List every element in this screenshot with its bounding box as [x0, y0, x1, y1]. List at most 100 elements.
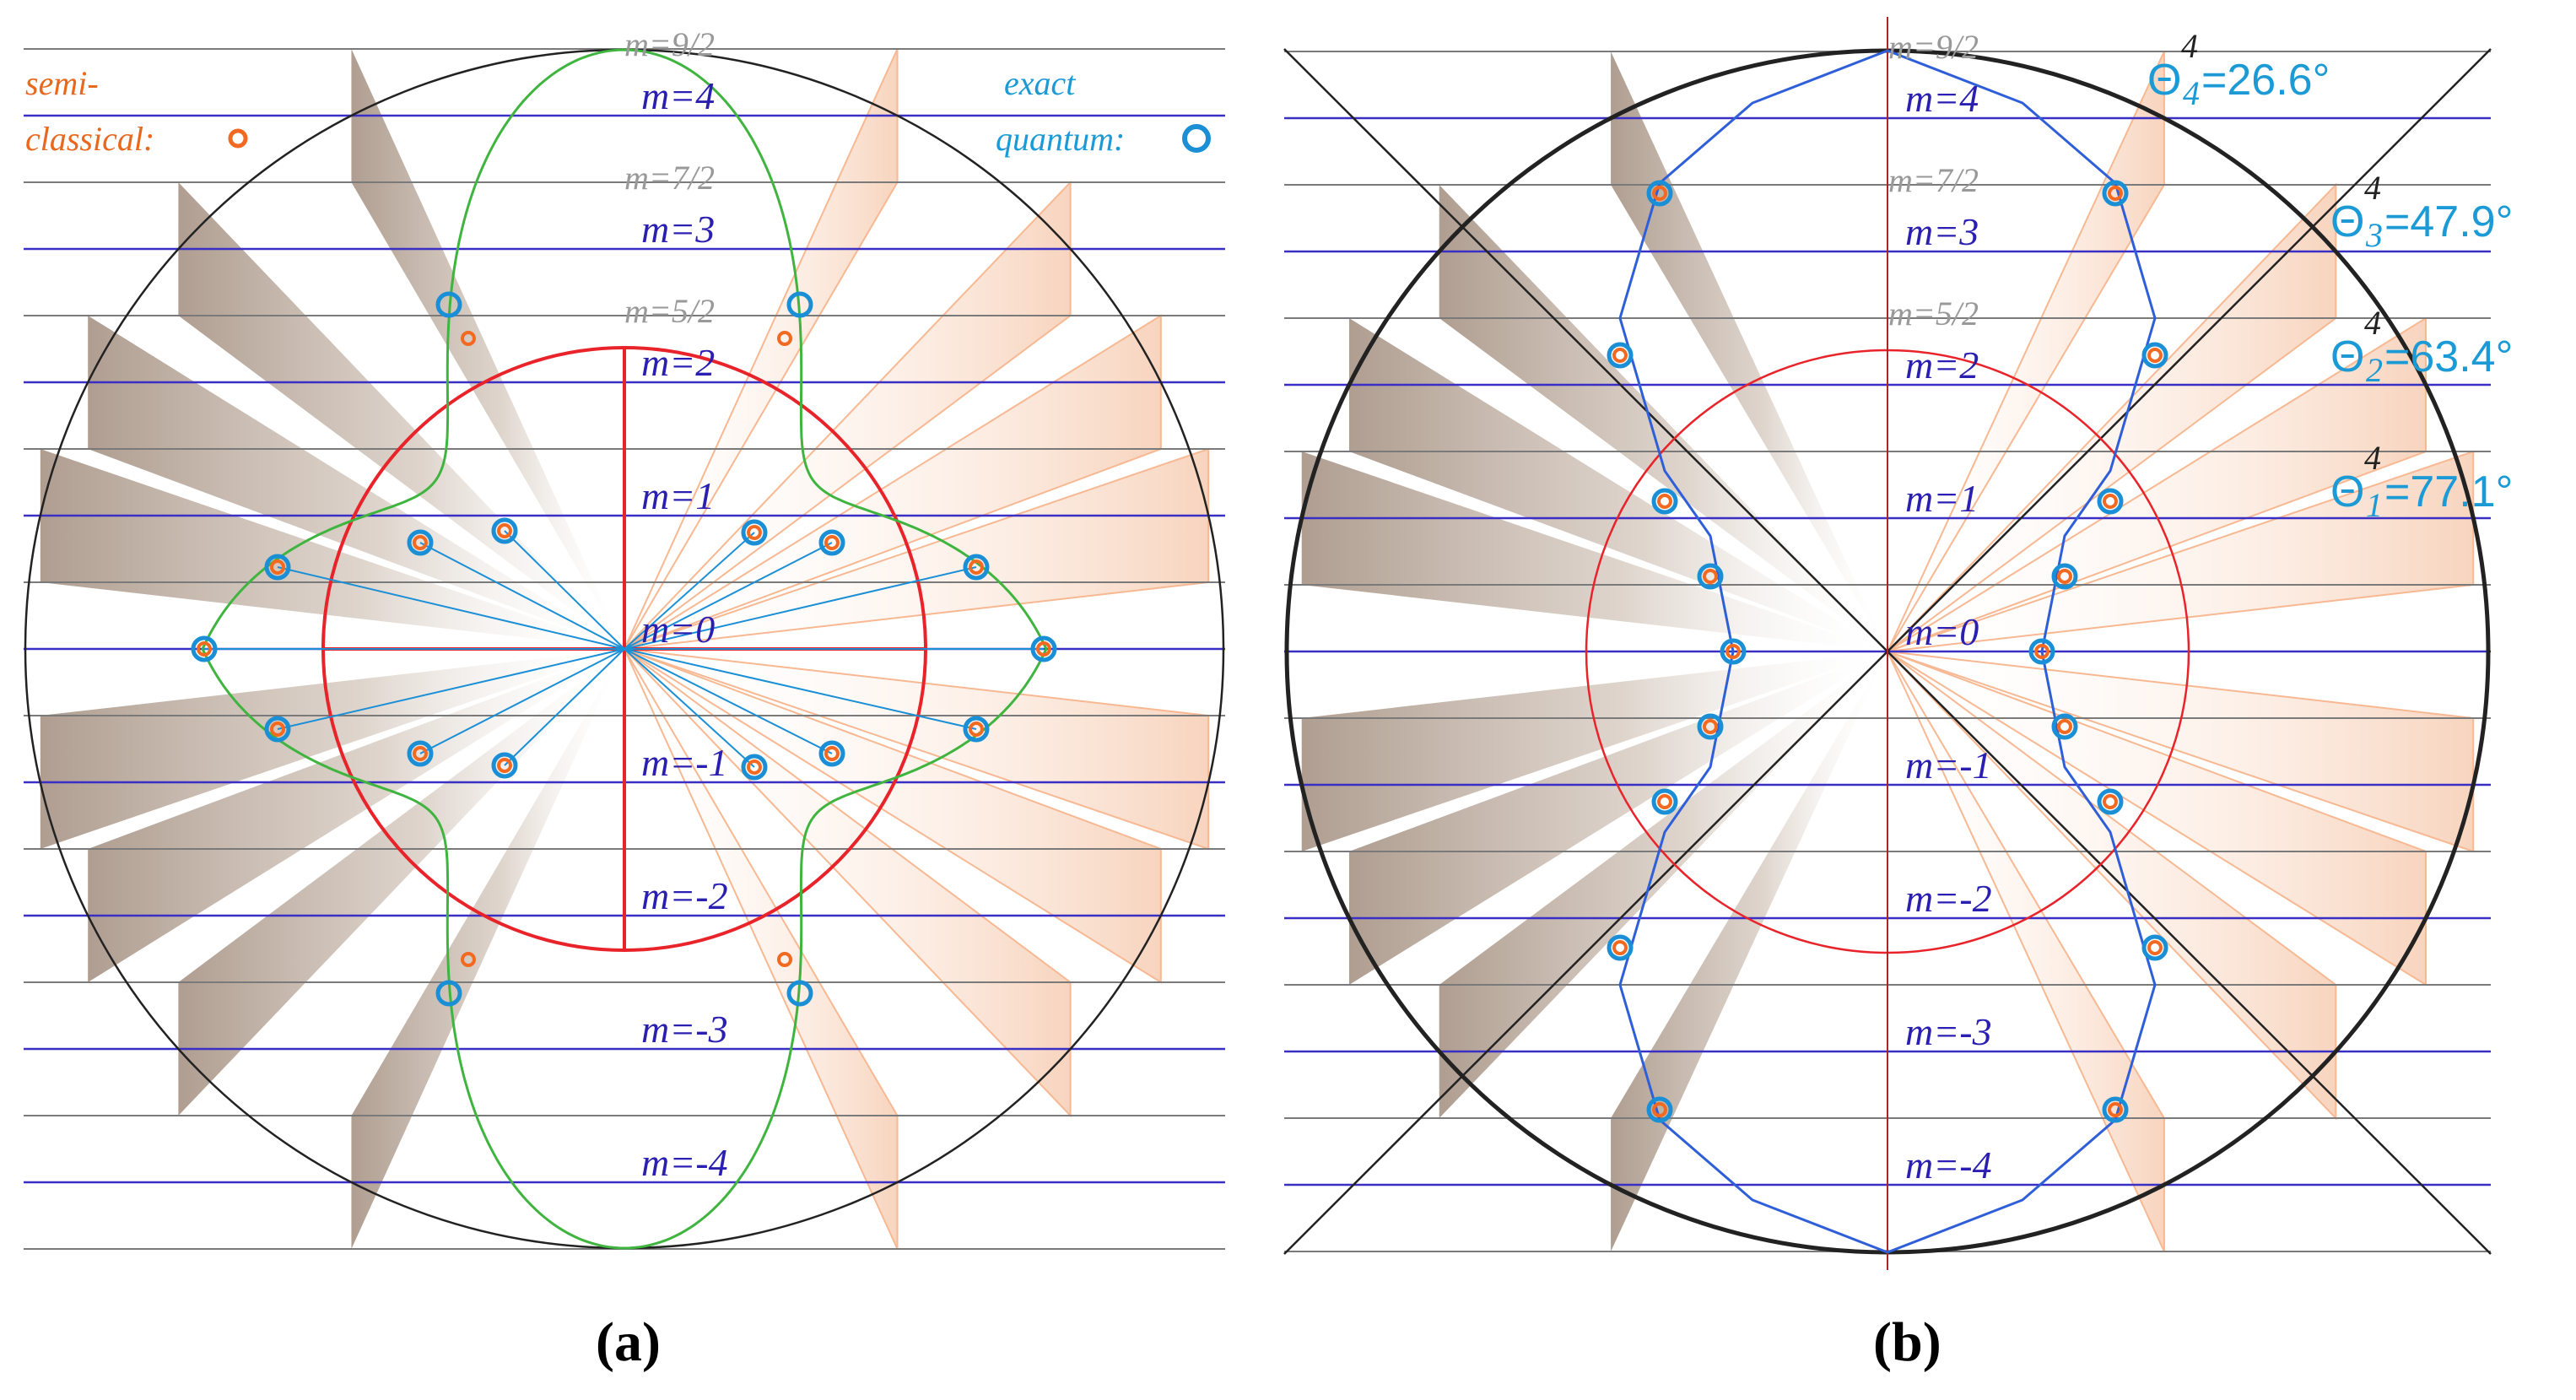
m-label: m=2 [1905, 343, 1979, 386]
m-label: m=-3 [1905, 1010, 1992, 1053]
spoke-ray [419, 648, 625, 754]
semiclassical-marker [2108, 186, 2123, 201]
semiclassical-marker [2103, 794, 2118, 809]
cone-shade [351, 649, 624, 1249]
spoke-ray [624, 648, 977, 730]
theta-superscript: 4 [2181, 27, 2198, 65]
semiclassical-marker [2147, 940, 2163, 955]
semiclassical-marker [777, 331, 792, 346]
legend-semi-marker-icon [228, 128, 248, 149]
exact-quantum-marker [407, 529, 434, 556]
semiclassical-marker [461, 952, 476, 967]
spoke-ray [624, 542, 833, 650]
semiclassical-marker [270, 722, 285, 737]
exact-quantum-marker [1646, 1096, 1673, 1123]
theta-superscript: 4 [2364, 169, 2381, 207]
half-labels: m=9/2 m=7/2 m=5/2 [1888, 28, 1979, 332]
exact-quantum-marker [435, 980, 462, 1007]
spoke-ray [624, 566, 977, 650]
semiclassical-marker [2108, 1102, 2123, 1117]
theta-subscript: 1 [2366, 486, 2383, 524]
spoke-ray [624, 532, 755, 650]
semiclassical-marker [413, 535, 428, 550]
m-label: m=-3 [641, 1008, 728, 1051]
exact-quantum-marker [963, 716, 990, 743]
cone-shade [1348, 651, 1887, 985]
exact-quantum-marker [818, 529, 845, 556]
theta-subscript: 3 [2365, 216, 2383, 254]
theta-label: Θ [2330, 332, 2364, 381]
exact-quantum-marker [963, 554, 990, 581]
spoke-ray [624, 648, 833, 754]
exact-quantum-marker [741, 519, 768, 546]
cone-shade [1611, 51, 1887, 651]
semiclassical-marker [824, 535, 840, 550]
exact-quantum-marker [1651, 788, 1678, 815]
semiclassical-marker [2147, 348, 2163, 363]
m-label: m=-1 [641, 741, 728, 784]
semiclassical-marker [461, 331, 476, 346]
exact-quantum-marker [2051, 713, 2078, 740]
m-label: m=3 [641, 208, 715, 251]
theta-label: Θ [2330, 197, 2364, 246]
half-m-label: m=9/2 [1888, 28, 1979, 66]
semiclassical-marker [270, 559, 285, 575]
cone-shade [351, 49, 624, 649]
semiclassical-marker [777, 952, 792, 967]
exact-quantum-marker [1607, 934, 1634, 961]
exact-quantum-marker [2097, 488, 2124, 515]
theta-label: Θ [2330, 468, 2364, 516]
half-m-label: m=5/2 [1888, 295, 1979, 332]
semiclassical-marker [2057, 719, 2072, 734]
m-label: m=2 [641, 341, 715, 384]
exact-quantum-marker [2102, 180, 2129, 207]
theta-value: =26.6° [2201, 56, 2330, 105]
exact-quantum-marker [2102, 1096, 2129, 1123]
legend-exact-2: quantum: [996, 120, 1125, 158]
semiclassical-marker [2057, 569, 2072, 584]
exact-quantum-marker [491, 752, 518, 779]
semiclassical-marker [1612, 940, 1628, 955]
theta-value: =77.1° [2384, 468, 2513, 516]
exact-quantum-marker [191, 635, 218, 662]
semiclassical-marker [1703, 719, 1718, 734]
spoke-ray [624, 648, 755, 768]
exact-quantum-marker [264, 554, 291, 581]
semiclassical-marker [747, 759, 762, 775]
semiclassical-marker [1652, 1102, 1667, 1117]
half-labels: m=9/2m=7/2m=5/2 [624, 25, 715, 330]
panel-b: m=4m=3m=2m=1m=0m=-1m=-2m=-3m=-4 m=9/2m=7… [1283, 17, 2513, 1373]
m-label: m=-4 [641, 1141, 728, 1184]
semiclassical-marker [2103, 494, 2118, 509]
theta-value: =63.4° [2384, 332, 2513, 381]
semiclassical-marker [1703, 569, 1718, 584]
theta-superscript: 4 [2364, 304, 2381, 342]
half-m-label: m=9/2 [624, 25, 715, 63]
m-label: m=-4 [1905, 1143, 1992, 1186]
quantization-cones [1301, 51, 2475, 1252]
m-label: m=4 [641, 74, 715, 117]
semiclassical-marker [2034, 644, 2049, 659]
theta-label: Θ [2147, 56, 2181, 105]
cone-shade [1439, 651, 1887, 1118]
half-m-label: m=7/2 [1888, 161, 1979, 199]
semiclassical-marker [1657, 494, 1672, 509]
cone-shade [1348, 318, 1887, 651]
panel-b-caption: (b) [1873, 1311, 1941, 1373]
quantization-cones [40, 48, 1210, 1250]
markers [191, 291, 1057, 1007]
semiclassical-marker [747, 525, 762, 540]
cone-shade [88, 649, 625, 982]
spoke-rays [204, 530, 1044, 768]
cone-shade [178, 182, 624, 649]
exact-quantum-marker [2141, 342, 2168, 369]
spoke-ray [419, 542, 625, 650]
exact-quantum-marker [786, 980, 813, 1007]
markers [1607, 180, 2168, 1123]
exact-quantum-marker [1697, 563, 1724, 590]
m-label: m=-2 [641, 874, 728, 917]
wavefunction-curve [201, 48, 1048, 1250]
panel-a-caption: (a) [596, 1311, 661, 1373]
semiclassical-marker [1036, 641, 1051, 657]
exact-quantum-marker [2051, 563, 2078, 590]
